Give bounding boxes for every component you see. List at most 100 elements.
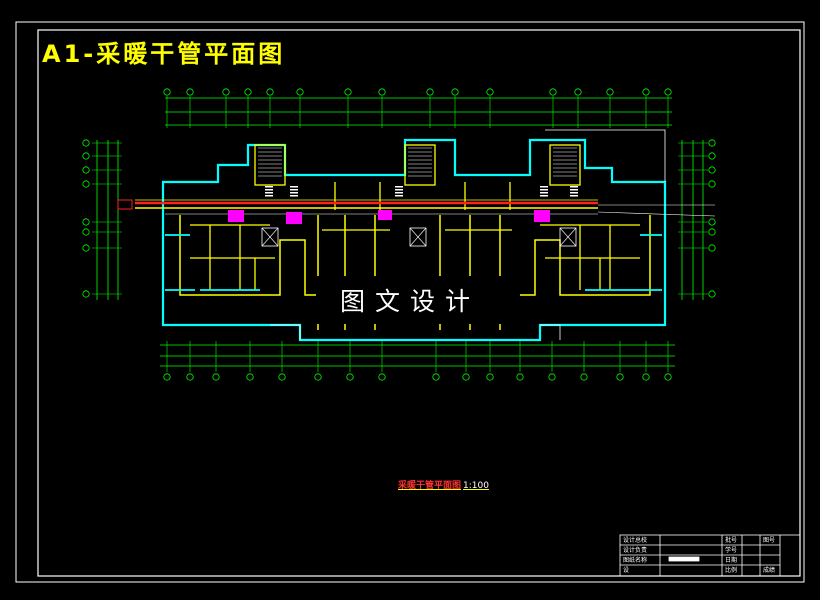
title-block xyxy=(619,534,801,577)
axis-bubble xyxy=(378,88,386,96)
axis-bubble xyxy=(82,166,90,174)
watermark-label: 图文设计 xyxy=(316,276,504,324)
axis-bubble xyxy=(278,373,286,381)
axis-bubble xyxy=(451,88,459,96)
right-dimensions xyxy=(681,140,704,300)
inner-frame xyxy=(37,29,801,577)
title-block-cell: 比例 xyxy=(725,567,738,574)
axis-bubble xyxy=(378,373,386,381)
axis-bubble xyxy=(82,228,90,236)
bottom-axis-bubbles xyxy=(163,341,672,381)
axis-bubble xyxy=(486,88,494,96)
axis-bubble xyxy=(82,290,90,298)
valve-mark xyxy=(265,195,273,197)
valve-mark xyxy=(395,186,403,188)
axis-bubble xyxy=(516,373,524,381)
heating-risers xyxy=(228,210,550,224)
axis-bubble xyxy=(708,290,716,298)
axis-bubble xyxy=(222,88,230,96)
axis-bubble xyxy=(642,373,650,381)
valve-mark xyxy=(290,192,298,194)
valve-mark xyxy=(570,192,578,194)
axis-bubble xyxy=(266,88,274,96)
valve-mark xyxy=(395,195,403,197)
valve-mark xyxy=(265,186,273,188)
axis-bubble xyxy=(344,88,352,96)
axis-bubble xyxy=(432,373,440,381)
axis-bubble xyxy=(664,373,672,381)
axis-bubble xyxy=(708,244,716,252)
valve-mark xyxy=(265,189,273,191)
valve-fixtures xyxy=(265,186,578,197)
valve-mark xyxy=(570,186,578,188)
title-block-cell: 日期 xyxy=(725,557,738,564)
valve-mark xyxy=(540,186,548,188)
axis-bubble xyxy=(574,88,582,96)
title-block-cell: 设计总校 xyxy=(623,537,648,544)
plan-caption-text: 采暖干管平面图 xyxy=(398,481,462,491)
title-block-cell: 设计负责 xyxy=(623,547,648,554)
valve-mark xyxy=(540,195,548,197)
axis-bubble xyxy=(163,88,171,96)
axis-bubble xyxy=(346,373,354,381)
axis-bubble xyxy=(314,373,322,381)
valve-mark xyxy=(540,189,548,191)
stair-hatching xyxy=(258,147,577,177)
right-axis-bubbles xyxy=(678,139,716,298)
axis-bubble xyxy=(606,88,614,96)
axis-bubble xyxy=(642,88,650,96)
valve-mark xyxy=(570,189,578,191)
valve-mark xyxy=(395,192,403,194)
outer-frame xyxy=(15,21,805,583)
title-block-cell: 图纸名称 xyxy=(623,557,648,564)
axis-bubble xyxy=(186,373,194,381)
valve-mark xyxy=(290,189,298,191)
bottom-dimensions xyxy=(160,344,675,367)
title-block-cell: 成绩 xyxy=(763,567,776,574)
axis-bubble xyxy=(462,373,470,381)
axis-bubble xyxy=(548,373,556,381)
axis-bubble xyxy=(296,88,304,96)
axis-bubble xyxy=(82,180,90,188)
axis-bubble xyxy=(186,88,194,96)
axis-bubble xyxy=(708,218,716,226)
axis-bubble xyxy=(549,88,557,96)
axis-bubble xyxy=(708,180,716,188)
axis-bubble xyxy=(616,373,624,381)
axis-bubble xyxy=(82,244,90,252)
valve-mark xyxy=(395,189,403,191)
axis-bubble xyxy=(82,152,90,160)
axis-bubble xyxy=(708,152,716,160)
axis-bubble xyxy=(212,373,220,381)
top-dimensions xyxy=(165,97,672,126)
valve-mark xyxy=(540,192,548,194)
axis-bubble xyxy=(664,88,672,96)
axis-bubble xyxy=(708,139,716,147)
heating-main-pipes xyxy=(117,199,716,217)
drawing-title: A1-采暖干管平面图 xyxy=(42,40,286,68)
axis-bubble xyxy=(708,166,716,174)
axis-bubble xyxy=(708,228,716,236)
axis-bubble xyxy=(82,139,90,147)
axis-bubble xyxy=(246,373,254,381)
top-axis-bubbles xyxy=(163,88,672,128)
plan-scale: 1:100 xyxy=(463,481,489,491)
title-block-cell: 图号 xyxy=(763,537,776,544)
left-dimensions xyxy=(96,140,119,300)
left-axis-bubbles xyxy=(82,139,122,298)
valve-mark xyxy=(570,195,578,197)
axis-bubble xyxy=(580,373,588,381)
title-block-cell: 设 xyxy=(623,567,630,574)
axis-bubble xyxy=(486,373,494,381)
building-walls xyxy=(161,129,667,342)
axis-bubble xyxy=(163,373,171,381)
valve-mark xyxy=(290,195,298,197)
axis-bubble xyxy=(426,88,434,96)
title-block-cell: 批号 xyxy=(725,537,738,544)
valve-mark xyxy=(265,192,273,194)
title-block-cell: 学号 xyxy=(725,547,738,554)
axis-bubble xyxy=(82,218,90,226)
